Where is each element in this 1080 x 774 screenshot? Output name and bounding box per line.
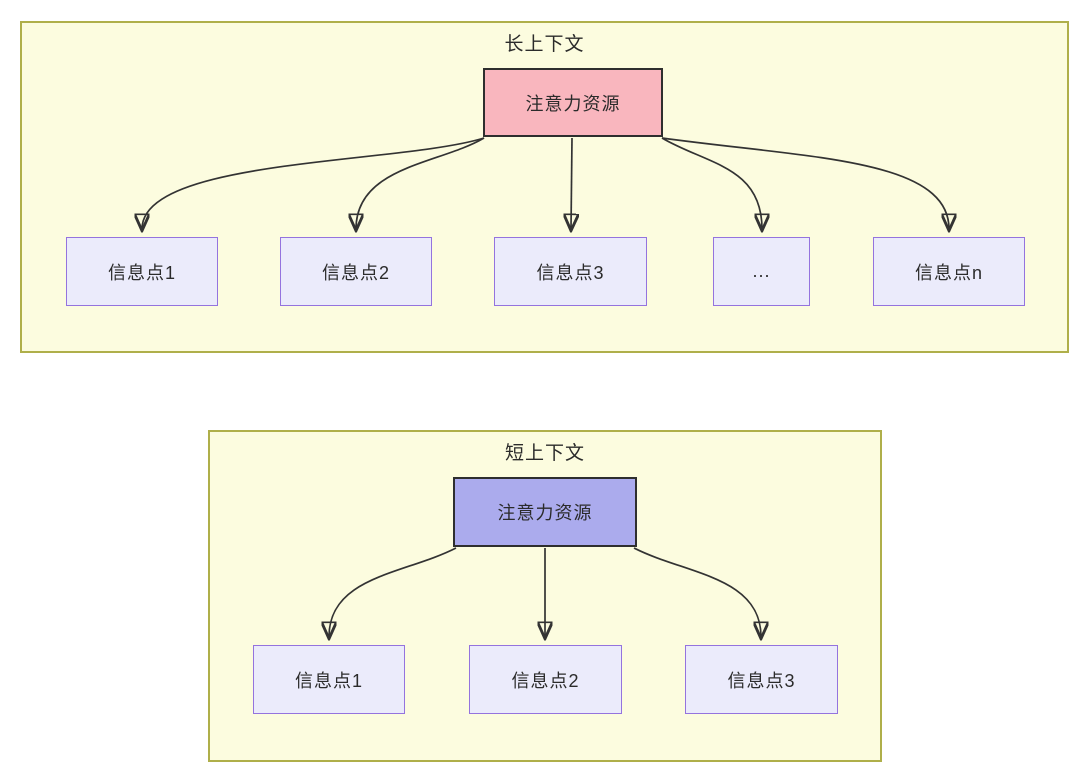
short-attention-box: 注意力资源 — [453, 477, 637, 547]
long-info-box-2: 信息点2 — [280, 237, 432, 306]
short-info-box-3: 信息点3 — [685, 645, 838, 714]
short-info-box-2: 信息点2 — [469, 645, 622, 714]
long-info-box-1: 信息点1 — [66, 237, 218, 306]
long-info-box-n: 信息点n — [873, 237, 1025, 306]
short-context-title: 短上下文 — [504, 443, 585, 464]
long-context-title: 长上下文 — [504, 34, 585, 55]
short-info-box-1: 信息点1 — [253, 645, 405, 714]
long-attention-box: 注意力资源 — [483, 68, 663, 137]
long-info-box-3: 信息点3 — [494, 237, 647, 306]
long-info-box-ellipsis: ... — [713, 237, 810, 306]
